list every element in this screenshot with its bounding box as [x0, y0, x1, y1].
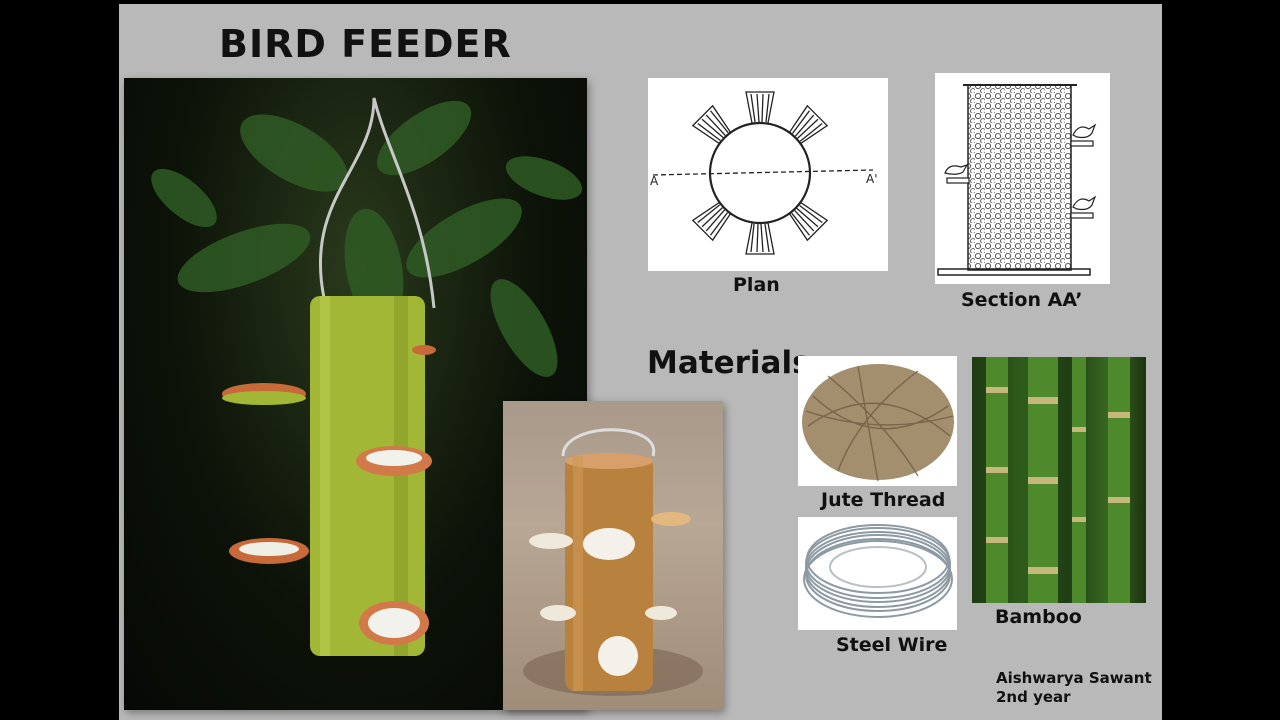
- author-name: Aishwarya Sawant: [996, 669, 1152, 687]
- material-label-bamboo: Bamboo: [995, 606, 1082, 628]
- materials-heading: Materials:: [647, 345, 823, 381]
- section-caption: Section AA’: [961, 289, 1083, 311]
- author-credit: Aishwarya Sawant 2nd year: [996, 669, 1152, 707]
- jute-ball-icon: [798, 356, 957, 486]
- plan-marker-a: A: [650, 174, 659, 188]
- section-drawing: [935, 73, 1110, 284]
- wire-coil-icon: [798, 517, 957, 630]
- plan-drawing: A A': [648, 78, 888, 271]
- plan-caption: Plan: [733, 274, 780, 296]
- bamboo-icon: [972, 357, 1146, 603]
- author-year: 2nd year: [996, 688, 1071, 706]
- slide-title: BIRD FEEDER: [219, 22, 512, 66]
- feeder-photo-ground: [503, 401, 723, 710]
- plan-marker-a-prime: A': [866, 172, 878, 186]
- material-label-jute: Jute Thread: [821, 489, 946, 511]
- feeder-photo-main: [124, 78, 587, 710]
- material-label-steel-wire: Steel Wire: [836, 634, 948, 656]
